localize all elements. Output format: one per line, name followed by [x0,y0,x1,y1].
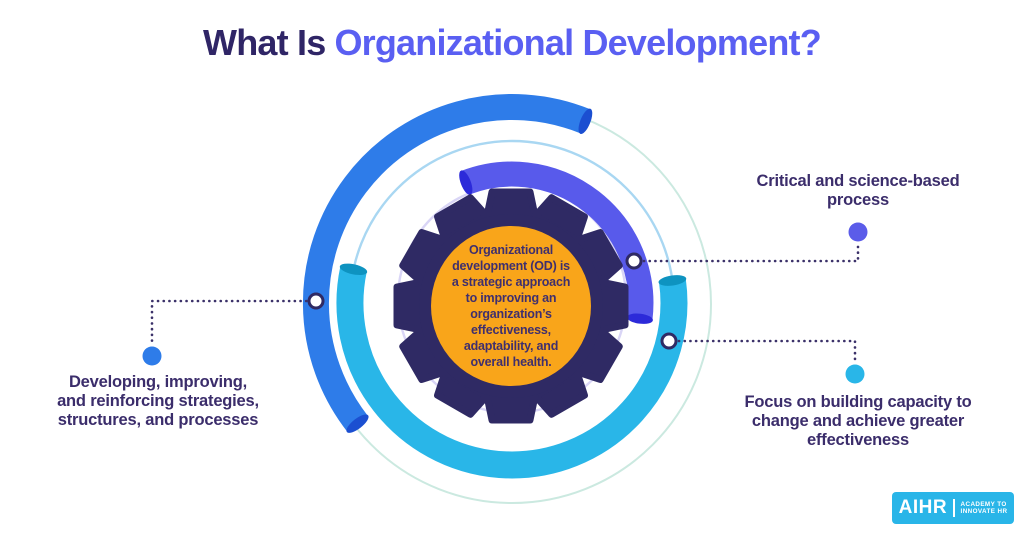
callout-line: Developing, improving, [68,373,248,391]
aihr-logo-tagline: ACADEMY TO INNOVATE HR [961,501,1008,516]
definition-line: to improving an [465,291,557,305]
middle-arc-cyan [336,266,688,479]
anchor-point-left [307,292,325,310]
outer-arc-cap-bottom [346,414,369,433]
aihr-tagline-line1: ACADEMY TO [960,500,1007,508]
callout-line: Critical and science-based [756,172,960,190]
inner-arc-cap-bottom [627,313,653,324]
callout-line: structures, and processes [57,411,259,429]
connector-right-top [642,241,860,263]
middle-arc-cap-left [339,263,368,275]
inner-arc-cap-top [459,170,473,195]
callout-right-bottom: Focus on building capacity to change and… [736,393,980,450]
definition-line: adaptability, and [463,339,559,353]
bullet-dot-right-bottom [845,364,865,384]
middle-arc-cap-right [658,275,687,286]
callout-line: process [827,191,889,209]
callout-line: and reinforcing strategies, [57,392,259,410]
callout-left: Developing, improving, and reinforcing s… [28,373,288,430]
connector-left [150,299,314,346]
definition-line: organization’s [470,307,552,321]
anchor-point-right-bottom [660,332,678,350]
inner-arc-purple [461,161,654,321]
anchor-point-right-top [625,252,643,270]
aihr-logo-divider [953,499,955,517]
definition-line: overall health. [470,355,552,369]
callout-line: change and achieve greater [751,412,965,430]
bullet-dot-left [142,346,162,366]
title-prefix: What Is [203,22,326,63]
center-definition: Organizational development (OD) is a str… [426,242,596,370]
aihr-tagline-line2: INNOVATE HR [960,508,1008,515]
gear-icon [393,188,629,424]
definition-line: effectiveness, [471,323,551,337]
definition-line: a strategic approach [451,275,571,289]
bullet-dot-right-top [848,222,868,242]
aihr-logo: AIHR ACADEMY TO INNOVATE HR [892,492,1014,524]
callout-line: effectiveness [807,431,909,449]
aihr-logo-name: AIHR [898,497,948,518]
definition-line: development (OD) is [452,259,570,273]
outer-arc-blue [302,94,591,432]
gear-center-circle [431,226,591,386]
title-highlight: Organizational Development? [334,22,821,63]
callout-line: Focus on building capacity to [744,393,972,411]
outer-arc-cap-top [578,108,593,134]
connector-right-bottom [677,339,857,365]
callout-right-top: Critical and science-based process [740,172,976,210]
definition-line: Organizational [468,243,554,257]
